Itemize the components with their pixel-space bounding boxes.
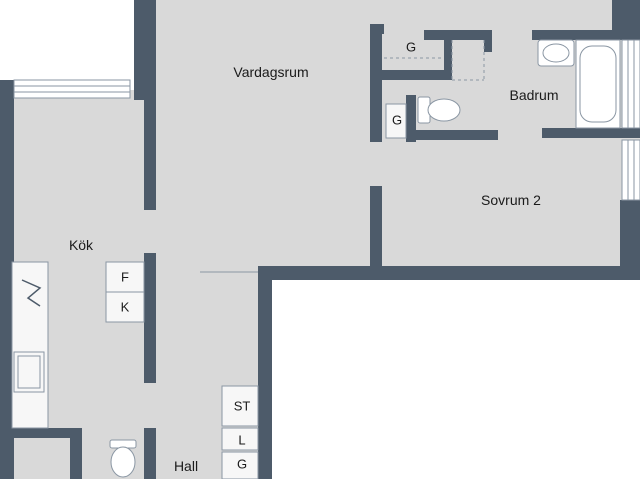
toilet-icon <box>417 96 461 124</box>
door-markers <box>200 40 485 273</box>
bathtub-icon <box>575 39 621 129</box>
fridge-unit <box>105 261 145 323</box>
room-label-vardagsrum: Vardagsrum <box>233 64 309 80</box>
room-label-hall: Hall <box>173 458 199 474</box>
wardrobe-label-upper: G <box>405 39 417 55</box>
room-label-sovrum-2: Sovrum 2 <box>481 192 541 208</box>
kitchen-counter <box>11 261 49 429</box>
freezer-label: K <box>120 299 130 315</box>
room-label-kok: Kök <box>68 237 94 253</box>
hall-toilet-icon <box>109 439 137 478</box>
hall-storage-label-g: G <box>236 456 248 472</box>
fridge-label: F <box>121 269 129 285</box>
hall-storage-label-st: ST <box>233 398 251 414</box>
floor-area <box>12 0 640 479</box>
hall-storage-label-l: L <box>238 432 246 448</box>
wardrobes <box>221 103 407 479</box>
windows <box>13 39 640 201</box>
wardrobe-label-bath: G <box>391 112 403 128</box>
room-label-badrum: Badrum <box>509 87 559 103</box>
basin-icon <box>537 39 575 67</box>
